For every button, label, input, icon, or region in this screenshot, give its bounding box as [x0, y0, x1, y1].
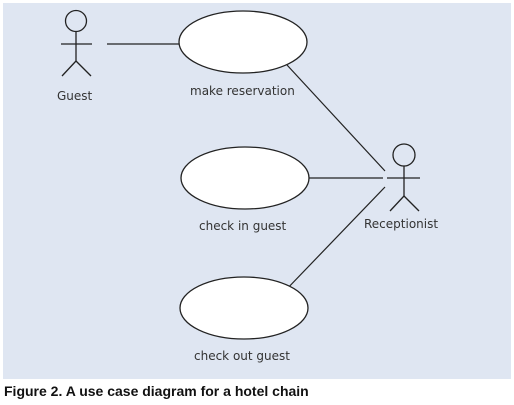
actor-guest-label: Guest	[57, 89, 93, 103]
actor-guest-head	[64, 9, 88, 33]
actor-guest-right-leg	[75, 60, 92, 77]
use-case-check-out-guest-ellipse	[179, 276, 309, 340]
use-case-check-in-guest-label: check in guest	[199, 219, 287, 233]
actor-guest-left-leg	[61, 60, 77, 77]
actor-receptionist-label: Receptionist	[364, 217, 438, 231]
use-case-check-out-guest: check out guest	[179, 276, 309, 363]
actor-receptionist-left-leg	[389, 195, 405, 212]
use-case-check-in-guest-ellipse	[180, 146, 310, 210]
use-case-diagram: Guest Receptionist make reservation chec…	[57, 9, 438, 363]
use-case-check-out-guest-label: check out guest	[194, 349, 290, 363]
actor-receptionist-right-leg	[403, 195, 420, 212]
figure-caption: Figure 2. A use case diagram for a hotel…	[4, 383, 309, 399]
actor-receptionist-head	[392, 143, 416, 167]
association-receptionist-make-reservation	[286, 64, 386, 172]
use-case-make-reservation: make reservation	[178, 10, 308, 98]
association-receptionist-check-out-guest	[282, 186, 386, 294]
diagram-panel: Guest Receptionist make reservation chec…	[3, 3, 511, 379]
use-case-make-reservation-label: make reservation	[190, 84, 295, 98]
use-case-check-in-guest: check in guest	[180, 146, 310, 233]
use-case-make-reservation-ellipse	[178, 10, 308, 74]
actor-guest: Guest	[57, 9, 93, 103]
actor-receptionist: Receptionist	[364, 143, 438, 231]
